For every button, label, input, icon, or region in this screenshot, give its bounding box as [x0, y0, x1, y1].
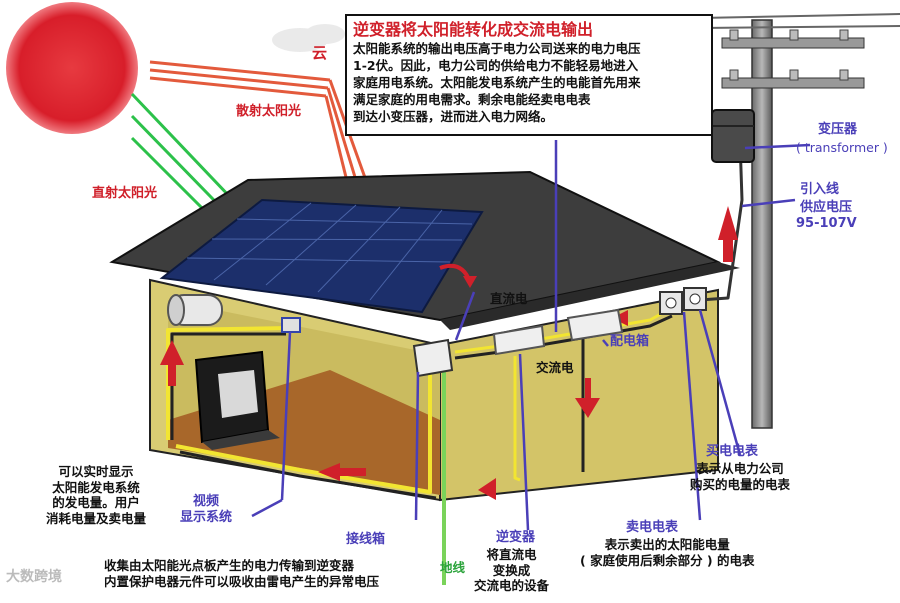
label-service-line: 引入线 — [800, 182, 840, 197]
info-body: 太阳能系统的输出电压高于电力公司送来的电力电压 1-2伏。因此，电力公司的供给电… — [353, 41, 641, 124]
label-ac: 交流电 — [536, 360, 574, 375]
video-display-monitor — [194, 350, 280, 450]
label-direct-light: 直射太阳光 — [92, 186, 158, 201]
label-video-display: 视频 显示系统 — [180, 494, 233, 526]
cloud-icon — [272, 24, 345, 52]
inverter-box — [492, 324, 546, 356]
wire-black-ac — [454, 314, 673, 360]
label-transformer-en: ( transformer ) — [796, 140, 888, 155]
wire-black-display — [170, 332, 286, 440]
label-junction-box: 接线箱 — [346, 532, 386, 547]
label-dc: 直流电 — [490, 291, 528, 306]
label-sell-meter: 卖电电表 — [626, 520, 679, 535]
wire-yellow-display — [166, 326, 291, 440]
transformer-icon — [711, 109, 755, 163]
info-box: 逆变器将太阳能转化成交流电输出 太阳能系统的输出电压高于电力公司送来的电力电压 … — [345, 14, 713, 136]
solar-panel — [159, 198, 484, 314]
electric-meters — [659, 287, 707, 315]
label-buy-meter-desc: 表示从电力公司 购买的电量的电表 — [690, 461, 791, 492]
label-sell-meter-desc: 表示卖出的太阳能电量 ( 家庭使用后剩余部分 ) 的电表 — [580, 537, 755, 568]
roof-edge — [440, 262, 740, 330]
label-supply-voltage: 供应电压 — [800, 200, 853, 215]
sun-icon — [6, 2, 138, 134]
callout-lines — [251, 140, 811, 531]
service-drop-line — [699, 139, 744, 302]
label-scattered-light: 散射太阳光 — [236, 104, 302, 119]
label-bottom-note: 收集由太阳能光点板产生的电力传输到逆变器 内置保护电器元件可以吸收由雷电产生的异… — [104, 558, 380, 589]
flow-arrows — [160, 206, 738, 500]
wire-black-floor — [179, 450, 437, 500]
wire-yellow-floor — [175, 365, 432, 494]
label-distribution-box: 配电箱 — [610, 334, 650, 349]
wire-yellow-down — [513, 356, 521, 482]
label-transformer: 变压器 — [818, 122, 858, 137]
label-inverter-desc: 将直流电 变换成 交流电的设备 — [474, 547, 550, 594]
label-voltage-range: 95-107V — [796, 216, 857, 231]
label-display-desc: 可以实时显示 太阳能发电系统 的发电量。用户 消耗电量及卖电量 — [46, 464, 147, 526]
label-inverter: 逆变器 — [496, 530, 536, 545]
label-ground: 地线 — [440, 560, 466, 575]
window-tube — [167, 294, 223, 326]
utility-pole — [699, 13, 900, 429]
wall-display-unit — [281, 317, 301, 333]
watermark: 大数跨境 — [6, 569, 62, 585]
junction-box — [412, 338, 454, 378]
info-title: 逆变器将太阳能转化成交流电输出 — [353, 20, 594, 39]
label-buy-meter: 买电电表 — [706, 444, 759, 459]
distribution-box — [566, 308, 624, 342]
label-cloud: 云 — [312, 44, 328, 62]
